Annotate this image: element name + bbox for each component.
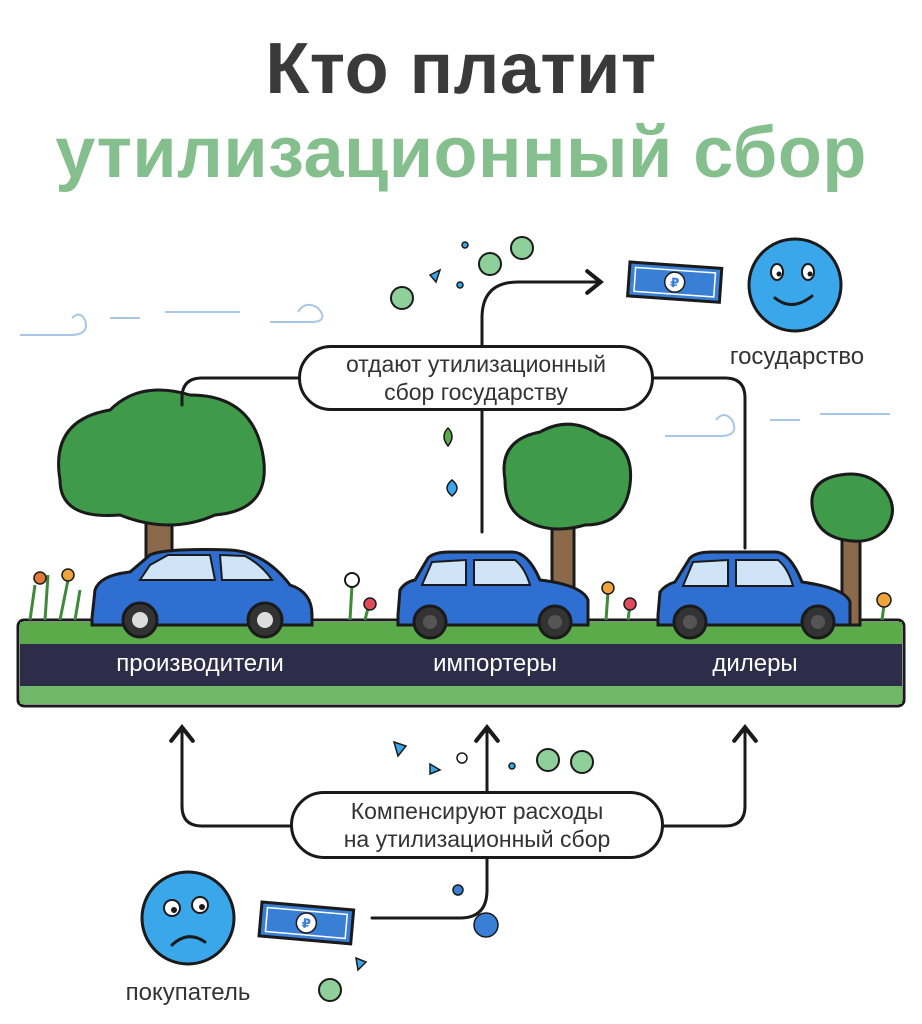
svg-text:₽: ₽ xyxy=(301,916,311,932)
ruble-coin-icon xyxy=(318,236,594,1002)
sad-face-icon xyxy=(140,870,236,966)
top-flow-box: отдают утилизационный сбор государству xyxy=(298,345,654,411)
smiling-face-icon xyxy=(747,237,843,333)
bottom-flow-box: Компенсируют расходы на утилизационный с… xyxy=(290,791,664,859)
car-dealers xyxy=(656,550,852,640)
sparkles-decoration xyxy=(355,241,516,972)
tree-left xyxy=(57,388,266,567)
road xyxy=(16,618,906,708)
bottom-flow-box-line-1: Компенсируют расходы xyxy=(350,798,604,824)
buyer-label: покупатель xyxy=(125,979,251,1006)
svg-text:₽: ₽ xyxy=(670,275,680,291)
government-label: государство xyxy=(729,343,865,370)
bottom-flow-lines xyxy=(169,724,758,920)
top-flow-box-line-1: отдают утилизационный xyxy=(345,351,607,377)
role-dealers-label: дилеры xyxy=(712,650,798,677)
car-producers xyxy=(90,548,314,639)
tree-middle xyxy=(502,422,633,612)
title-line-2: утилизационный сбор xyxy=(55,113,867,193)
role-producers-label: производители xyxy=(116,650,284,677)
bottom-flow-box-line-2: на утилизационный сбор xyxy=(343,826,611,852)
clouds-decoration xyxy=(20,303,890,437)
title-line-1: Кто платит xyxy=(265,29,657,109)
top-flow-box-line-2: сбор государству xyxy=(384,379,568,405)
top-flow-lines xyxy=(180,269,747,550)
role-importers-label: импортеры xyxy=(433,650,557,677)
ruble-banknote-icon: ₽ xyxy=(257,900,356,946)
flowers-decoration xyxy=(28,568,892,621)
ruble-banknote-icon: ₽ xyxy=(626,260,724,304)
car-importers xyxy=(396,550,590,640)
